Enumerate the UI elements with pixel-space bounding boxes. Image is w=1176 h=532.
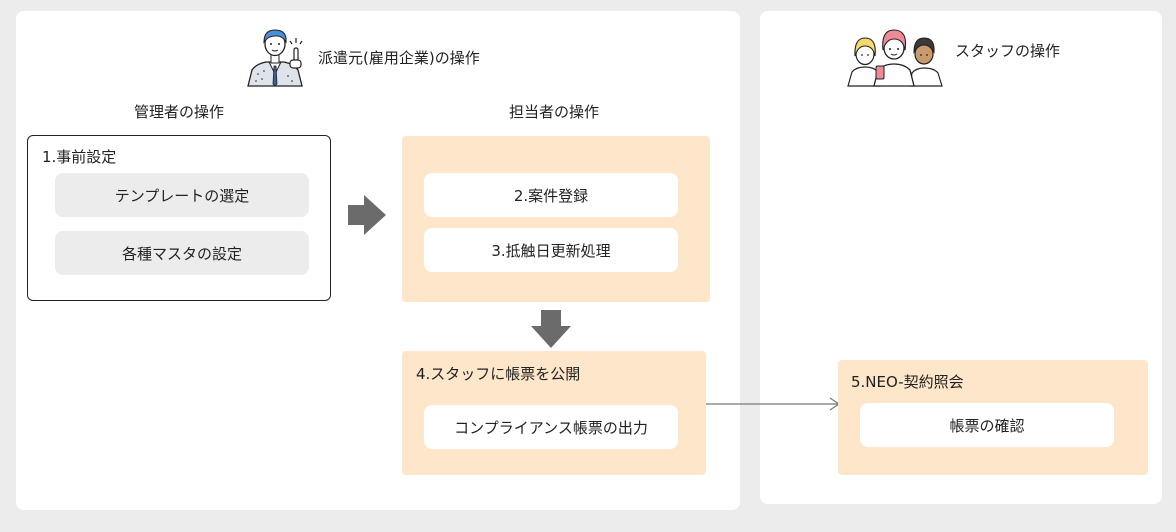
- arrow-right-icon: [348, 195, 386, 235]
- report-confirmation-button[interactable]: 帳票の確認: [860, 403, 1114, 447]
- step5-title: 5.NEO-契約照会: [851, 373, 964, 391]
- project-registration-button[interactable]: 2.案件登録: [424, 173, 678, 217]
- staff-people-icon: [847, 29, 943, 87]
- employer-section-title: 派遣元(雇用企業)の操作: [318, 49, 480, 67]
- staff-in-charge-heading: 担当者の操作: [509, 103, 600, 121]
- template-selection-button[interactable]: テンプレートの選定: [55, 173, 309, 217]
- connector-arrow: [706, 397, 841, 411]
- compliance-report-output-button[interactable]: コンプライアンス帳票の出力: [424, 405, 678, 449]
- admin-heading: 管理者の操作: [134, 103, 225, 121]
- step1-title: 1.事前設定: [42, 148, 117, 166]
- conflict-date-update-button[interactable]: 3.抵触日更新処理: [424, 228, 678, 272]
- employer-person-icon: [247, 29, 303, 87]
- master-settings-button[interactable]: 各種マスタの設定: [55, 231, 309, 275]
- arrow-down-icon: [531, 310, 571, 348]
- step4-title: 4.スタッフに帳票を公開: [416, 365, 581, 383]
- staff-section-title: スタッフの操作: [955, 42, 1061, 60]
- staff-in-charge-box: [402, 136, 710, 302]
